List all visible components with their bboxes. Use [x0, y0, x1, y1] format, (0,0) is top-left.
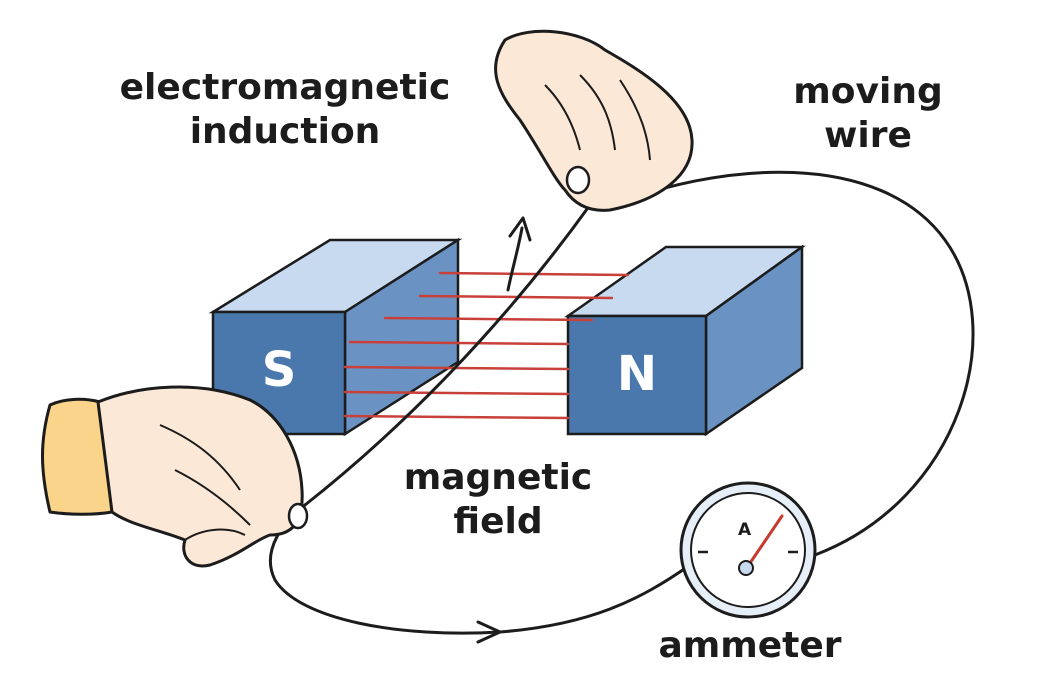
- label-line: field: [453, 501, 543, 542]
- north-pole-label: N: [616, 346, 658, 402]
- left-hand-fingernail: [287, 502, 309, 530]
- current-arrow: [476, 620, 502, 644]
- field-line: [348, 340, 570, 346]
- field-line: [383, 316, 594, 322]
- ammeter-pivot: [738, 560, 754, 576]
- label-line: wire: [824, 115, 912, 156]
- south-pole-label: S: [261, 342, 297, 398]
- field-line: [343, 414, 570, 420]
- north-magnet-front: [566, 314, 708, 436]
- top-hand-palm: [494, 29, 694, 212]
- ammeter-dial-letter: A: [738, 520, 752, 540]
- field-line: [418, 294, 614, 300]
- left-hand-finger-line: [159, 424, 241, 491]
- top-hand-finger-line: [544, 84, 581, 151]
- top-hand-finger-line: [579, 74, 616, 151]
- motion-arrowhead: [508, 216, 532, 242]
- ammeter: [679, 481, 817, 619]
- label-line: magnetic: [403, 457, 593, 498]
- label-line: electromagnetic: [119, 67, 451, 108]
- field-lines: [343, 271, 630, 420]
- top-hand: [494, 29, 694, 212]
- ammeter-needle: [746, 514, 784, 568]
- label-moving-wire: moving wire: [768, 70, 968, 158]
- circuit-wire: [268, 170, 975, 635]
- left-hand-sleeve: [41, 397, 114, 516]
- top-hand-finger-line: [619, 79, 651, 161]
- left-hand: [41, 385, 309, 568]
- field-line: [343, 390, 570, 396]
- moving-wire: [303, 203, 592, 507]
- field-line: [438, 271, 630, 277]
- ammeter-dial: [690, 492, 806, 608]
- top-hand-fingernail: [565, 165, 591, 195]
- left-hand-finger-line: [184, 528, 246, 541]
- label-line: moving: [793, 71, 943, 112]
- left-hand-palm: [96, 385, 304, 568]
- north-magnet: [564, 244, 806, 437]
- label-electromagnetic-induction: electromagnetic induction: [110, 66, 460, 154]
- label-ammeter: ammeter: [658, 625, 842, 666]
- motion-arrow: [506, 226, 524, 292]
- label-magnetic-field: magnetic field: [388, 456, 608, 544]
- label-line: induction: [189, 111, 381, 152]
- left-hand-finger-line: [174, 469, 251, 526]
